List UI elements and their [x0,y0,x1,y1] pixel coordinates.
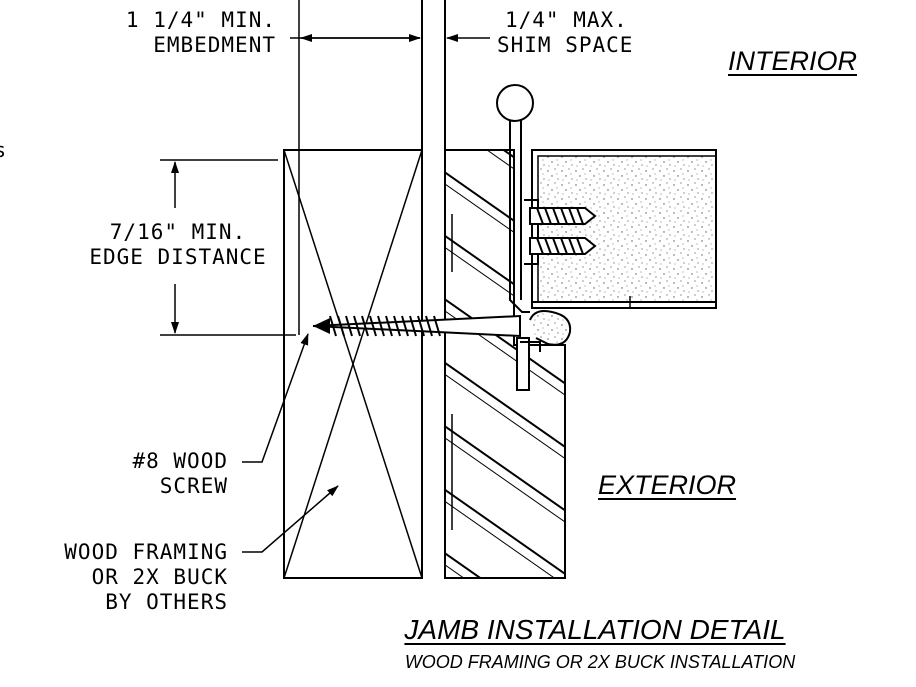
screw-label: #8 WOOD SCREW [132,449,228,499]
framing-label-line1: WOOD FRAMING [64,540,228,564]
shim-label-line2: SHIM SPACE [497,33,634,57]
shim-space-label: 1/4" MAX. SHIM SPACE [497,8,633,58]
shim-label-line1: 1/4" MAX. [505,8,628,32]
framing-label-line3: BY OTHERS [105,590,228,614]
interior-label: INTERIOR [728,46,858,76]
frame-jamb-section [444,149,566,579]
wood-screw [312,314,521,338]
embedment-label-line2: EMBEDMENT [153,33,276,57]
edge-distance-dimension [160,159,296,336]
framing-label-line2: OR 2X BUCK [91,565,228,589]
exterior-label: EXTERIOR [598,470,737,500]
framing-leader [242,485,339,553]
embedment-label-line1: 1 1/4" MIN. [125,8,276,32]
framing-label: WOOD FRAMING OR 2X BUCK BY OTHERS [64,540,228,615]
shim-space-lines [421,0,446,578]
hinge-screws [529,207,597,255]
door-panel [524,149,717,309]
screw-label-line2: SCREW [159,474,228,498]
wood-framing-block [283,0,423,579]
screw-leader [242,333,309,463]
edge-distance-label: 7/16" MIN. EDGE DISTANCE [68,220,288,270]
edge-distance-line1: 7/16" MIN. [109,220,247,244]
detail-title: JAMB INSTALLATION DETAIL [404,614,786,645]
edge-distance-line2: EDGE DISTANCE [89,245,267,269]
embedment-label: 1 1/4" MIN. EMBEDMENT [126,8,276,58]
weatherstrip-profile [496,84,572,391]
screw-label-line1: #8 WOOD [132,449,228,473]
edge-mark: s [0,138,8,162]
detail-subtitle: WOOD FRAMING OR 2X BUCK INSTALLATION [404,652,796,672]
